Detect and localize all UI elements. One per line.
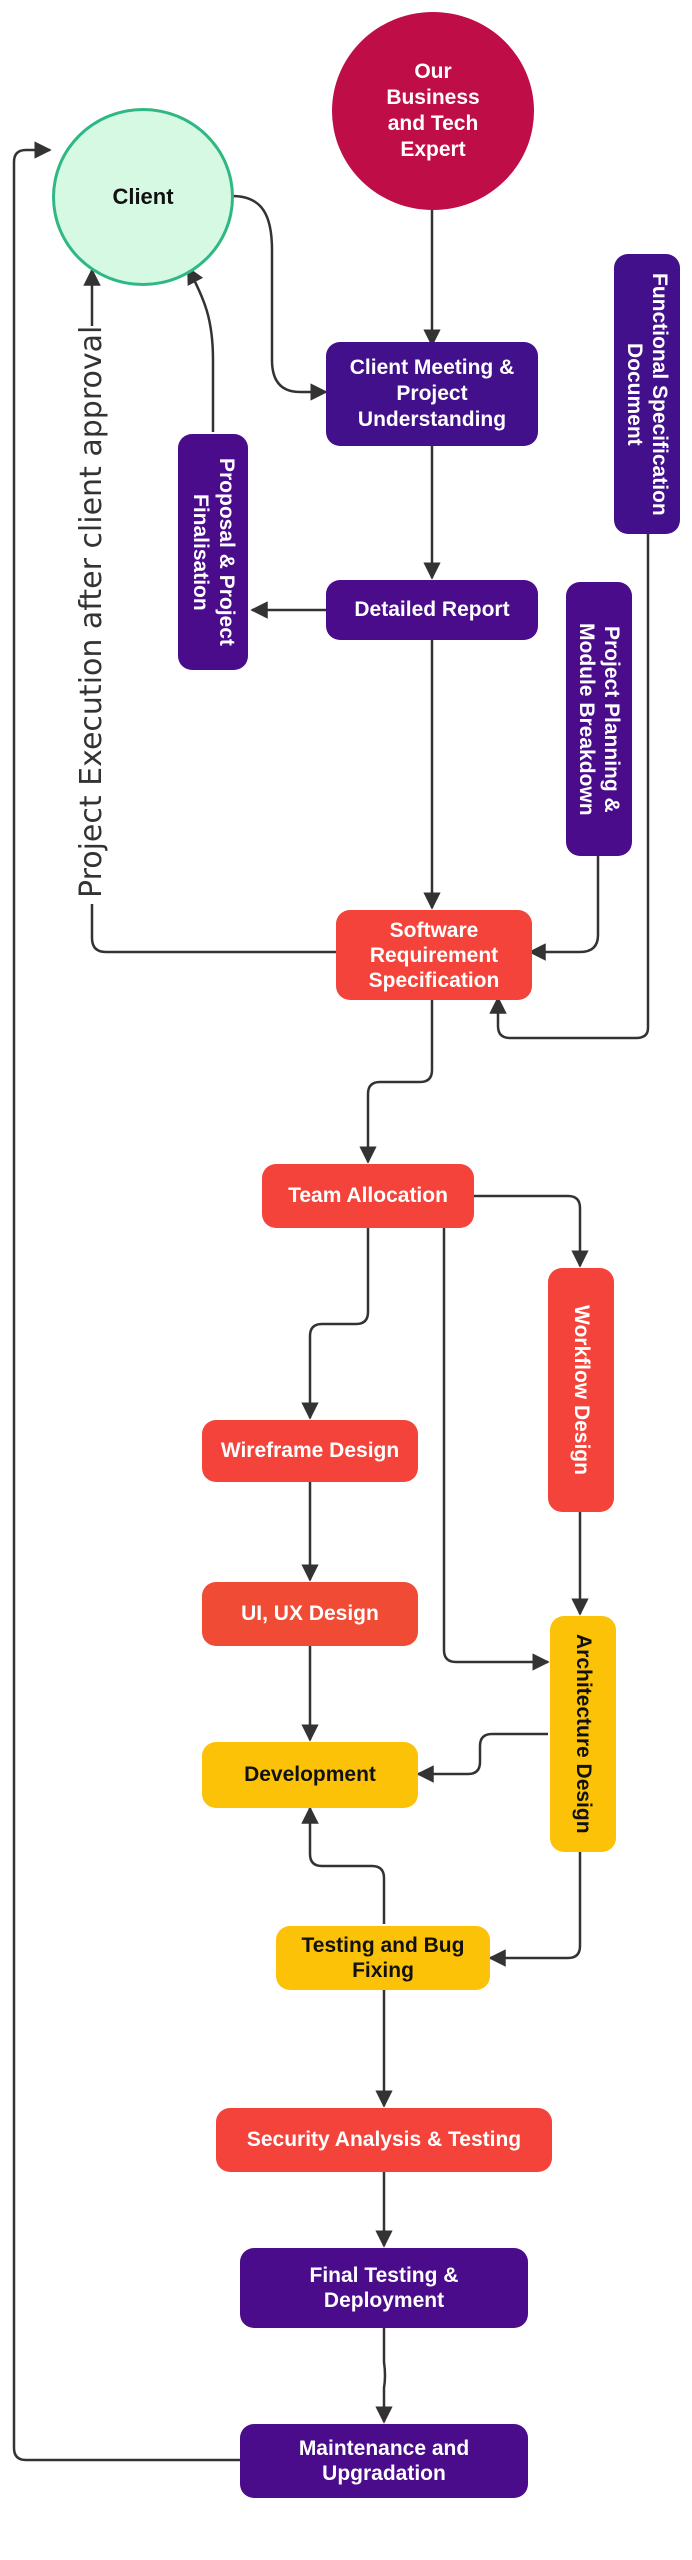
edge-architecture-development <box>416 1732 548 1783</box>
client-label: Client <box>112 184 174 209</box>
final-node: Final Testing & Deployment <box>240 2248 528 2328</box>
srs-label: Software Requirement Specification <box>368 918 500 992</box>
wireframe-node: Wireframe Design <box>202 1420 418 1482</box>
meeting-label: Client Meeting & Project Understanding <box>349 356 515 431</box>
uiux-label: UI, UX Design <box>241 1602 379 1625</box>
edge-planning-srs <box>528 856 600 961</box>
team-label: Team Allocation <box>288 1184 448 1207</box>
edge-testing-development <box>301 1806 386 1924</box>
uiux-node: UI, UX Design <box>202 1582 418 1646</box>
proposal-label: Proposal & Project Finalisation <box>189 458 238 646</box>
architecture-node: Architecture Design <box>550 1616 616 1852</box>
expert-node: Our Business and Tech Expert <box>332 12 534 210</box>
edge-maintenance-client <box>12 141 240 2462</box>
functional-spec-label: Functional Specification Document <box>623 272 671 516</box>
development-node: Development <box>202 1742 418 1808</box>
meeting-node: Client Meeting & Project Understanding <box>326 342 538 446</box>
team-node: Team Allocation <box>262 1164 474 1228</box>
final-label: Final Testing & Deployment <box>309 2264 459 2312</box>
detailed-report-label: Detailed Report <box>354 598 510 621</box>
side-label: Project Execution after client approval <box>74 326 109 904</box>
development-label: Development <box>244 1763 376 1786</box>
planning-node: Project Planning & Module Breakdown <box>566 582 632 856</box>
edge-team-wireframe <box>301 1228 370 1420</box>
edge-client-meeting <box>231 194 328 401</box>
workflow-label: Workflow Design <box>570 1305 593 1475</box>
client-node: Client <box>52 108 234 286</box>
edge-funcspec-srs <box>489 534 650 1040</box>
architecture-label: Architecture Design <box>572 1634 595 1834</box>
edge-architecture-testing <box>488 1852 582 1967</box>
security-label: Security Analysis & Testing <box>246 2128 522 2151</box>
edge-team-workflow <box>474 1194 589 1268</box>
expert-label: Our Business and Tech Expert <box>386 60 480 161</box>
edge-proposal-client <box>186 266 215 432</box>
edge-team-architecture <box>442 1228 550 1671</box>
detailed-report-node: Detailed Report <box>326 580 538 640</box>
edge-srs-client <box>83 268 336 954</box>
maintenance-node: Maintenance and Upgradation <box>240 2424 528 2498</box>
edge-final-maintenance <box>375 2328 393 2424</box>
proposal-node: Proposal & Project Finalisation <box>178 434 248 670</box>
functional-spec-node: Functional Specification Document <box>614 254 680 534</box>
planning-label: Project Planning & Module Breakdown <box>575 622 623 816</box>
edge-srs-team <box>359 1000 434 1164</box>
testing-node: Testing and Bug Fixing <box>276 1926 490 1990</box>
wireframe-label: Wireframe Design <box>220 1439 400 1462</box>
workflow-node: Workflow Design <box>548 1268 614 1512</box>
security-node: Security Analysis & Testing <box>216 2108 552 2172</box>
srs-node: Software Requirement Specification <box>336 910 532 1000</box>
testing-label: Testing and Bug Fixing <box>301 1934 465 1982</box>
maintenance-label: Maintenance and Upgradation <box>298 2437 470 2485</box>
